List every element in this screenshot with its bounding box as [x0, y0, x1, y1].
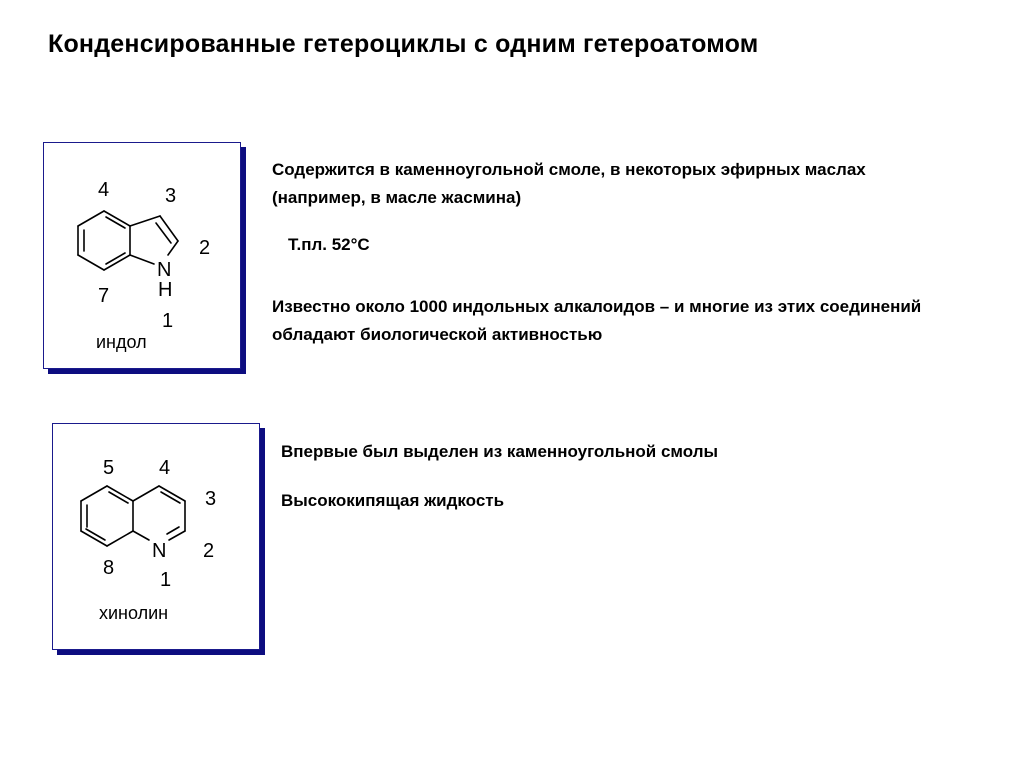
quinoline-double-bond: [85, 528, 106, 541]
quinoline-bond: [80, 485, 108, 502]
indole-label-4: 4: [98, 179, 109, 201]
quinoline-label-4: 4: [159, 457, 170, 479]
indole-structure-card: 4 3 2 N H 7 1 индол: [43, 142, 241, 369]
quinoline-label-3: 3: [205, 488, 216, 510]
indole-double-bond: [155, 222, 172, 244]
quinoline-bond: [106, 485, 134, 502]
quinoline-double-bond: [160, 491, 181, 504]
quinoline-double-bond: [166, 526, 180, 535]
quinoline-nitrogen: N: [152, 540, 166, 562]
indole-structure-diagram: 4 3 2 N H 7 1 индол: [77, 179, 210, 352]
indole-bond-to-n: [129, 254, 155, 265]
quinoline-name: хинолин: [99, 603, 168, 623]
quinoline-double-bond: [108, 491, 129, 504]
quinoline-label-5: 5: [103, 457, 114, 479]
quinoline-label-2: 2: [203, 540, 214, 562]
indole-label-7: 7: [98, 285, 109, 307]
indole-bond: [129, 215, 161, 227]
indole-double-bond: [105, 216, 126, 229]
quinoline-label-1: 1: [160, 569, 171, 591]
quinoline-bond: [106, 530, 134, 547]
quinoline-bond: [132, 485, 160, 502]
quinoline-label-8: 8: [103, 557, 114, 579]
indole-occurrence-text: Содержится в каменноугольной смоле, в не…: [272, 160, 866, 207]
indole-bond: [103, 210, 131, 227]
indole-bond-to-n: [167, 240, 179, 256]
indole-label-1: 1: [162, 310, 173, 332]
quinoline-structure-card: 5 4 3 2 N 8 1 хинолин: [52, 423, 260, 650]
indole-melting-point: Т.пл. 52°С: [288, 235, 370, 254]
quinoline-liquid-text: Высококипящая жидкость: [281, 491, 505, 510]
quinoline-bond: [80, 530, 108, 547]
quinoline-bond-to-n: [168, 530, 186, 541]
indole-bond: [103, 254, 131, 271]
indole-bond: [77, 254, 105, 271]
indole-hydrogen: H: [158, 279, 172, 301]
indole-alkaloids-text: Известно около 1000 индольных алкалоидов…: [272, 297, 922, 344]
slide-title: Конденсированные гетероциклы с одним гет…: [48, 30, 759, 58]
indole-name: индол: [96, 332, 147, 352]
indole-double-bond: [105, 252, 126, 265]
indole-nitrogen: N: [157, 259, 171, 281]
indole-bond: [159, 215, 179, 242]
quinoline-structure-diagram: 5 4 3 2 N 8 1 хинолин: [80, 457, 216, 623]
indole-bond: [77, 210, 105, 227]
indole-label-3: 3: [165, 185, 176, 207]
quinoline-bond: [158, 485, 186, 502]
quinoline-isolated-text: Впервые был выделен из каменноугольной с…: [281, 442, 719, 461]
indole-label-2: 2: [199, 237, 210, 259]
quinoline-bond-to-n: [132, 530, 150, 541]
